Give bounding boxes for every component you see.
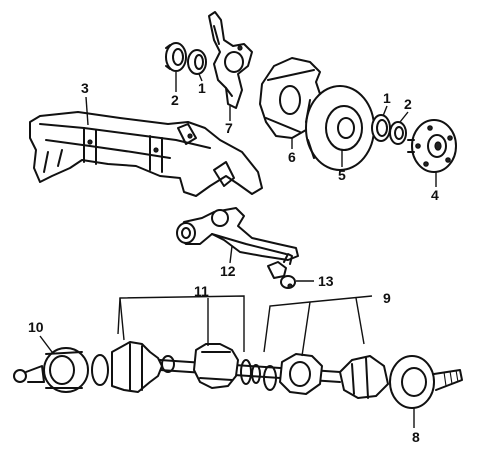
leader-crossmember [85,96,89,126]
callout-rotor: 5 [338,167,346,183]
callout-boot-kit-mid: 11 [194,283,209,299]
wheel-hub-part [407,119,457,173]
callout-outer-joint: 10 [28,319,44,335]
callout-bearing-top: 1 [198,80,206,96]
leader-seal-right [399,111,409,123]
lower-control-arm-part [176,207,299,261]
leader-outer-joint [39,335,53,353]
inner-cv-joint-part [339,355,463,409]
callout-hub: 4 [431,187,439,203]
inner-boot-kit-part [263,353,323,395]
brake-rotor-part [305,85,375,171]
wheel-bearing-part [187,49,207,75]
callout-crossmember: 3 [81,80,89,96]
callout-ball-joint: 13 [318,273,334,289]
leader-bearing-top [198,73,203,82]
leader-control-arm [229,245,233,264]
outer-cv-boot-part [111,341,175,393]
boot-kit-9-bracket [263,295,373,357]
mid-boot-kit-part [193,343,261,389]
callout-inner-joint: 8 [412,429,420,445]
steering-knuckle-part [208,11,253,109]
leader-bearing-right [382,105,388,117]
callout-boot-kit-right: 9 [383,290,391,306]
grease-seal-part [165,42,187,72]
crossmember-part [29,111,263,197]
callout-knuckle: 7 [225,120,233,136]
callout-seal-right: 2 [404,96,412,112]
callout-seal-top: 2 [171,92,179,108]
callout-splash-shield: 6 [288,149,296,165]
callout-bearing-right: 1 [383,90,391,106]
outer-cv-joint-part [13,347,89,393]
callout-control-arm: 12 [220,263,236,279]
ball-joint-part [267,253,296,289]
grease-seal-right-part [389,121,407,145]
wheel-bearing-right-part [371,114,391,142]
boot-kit-11-bracket [117,295,245,352]
outer-boot-clamp-ring [91,354,109,386]
